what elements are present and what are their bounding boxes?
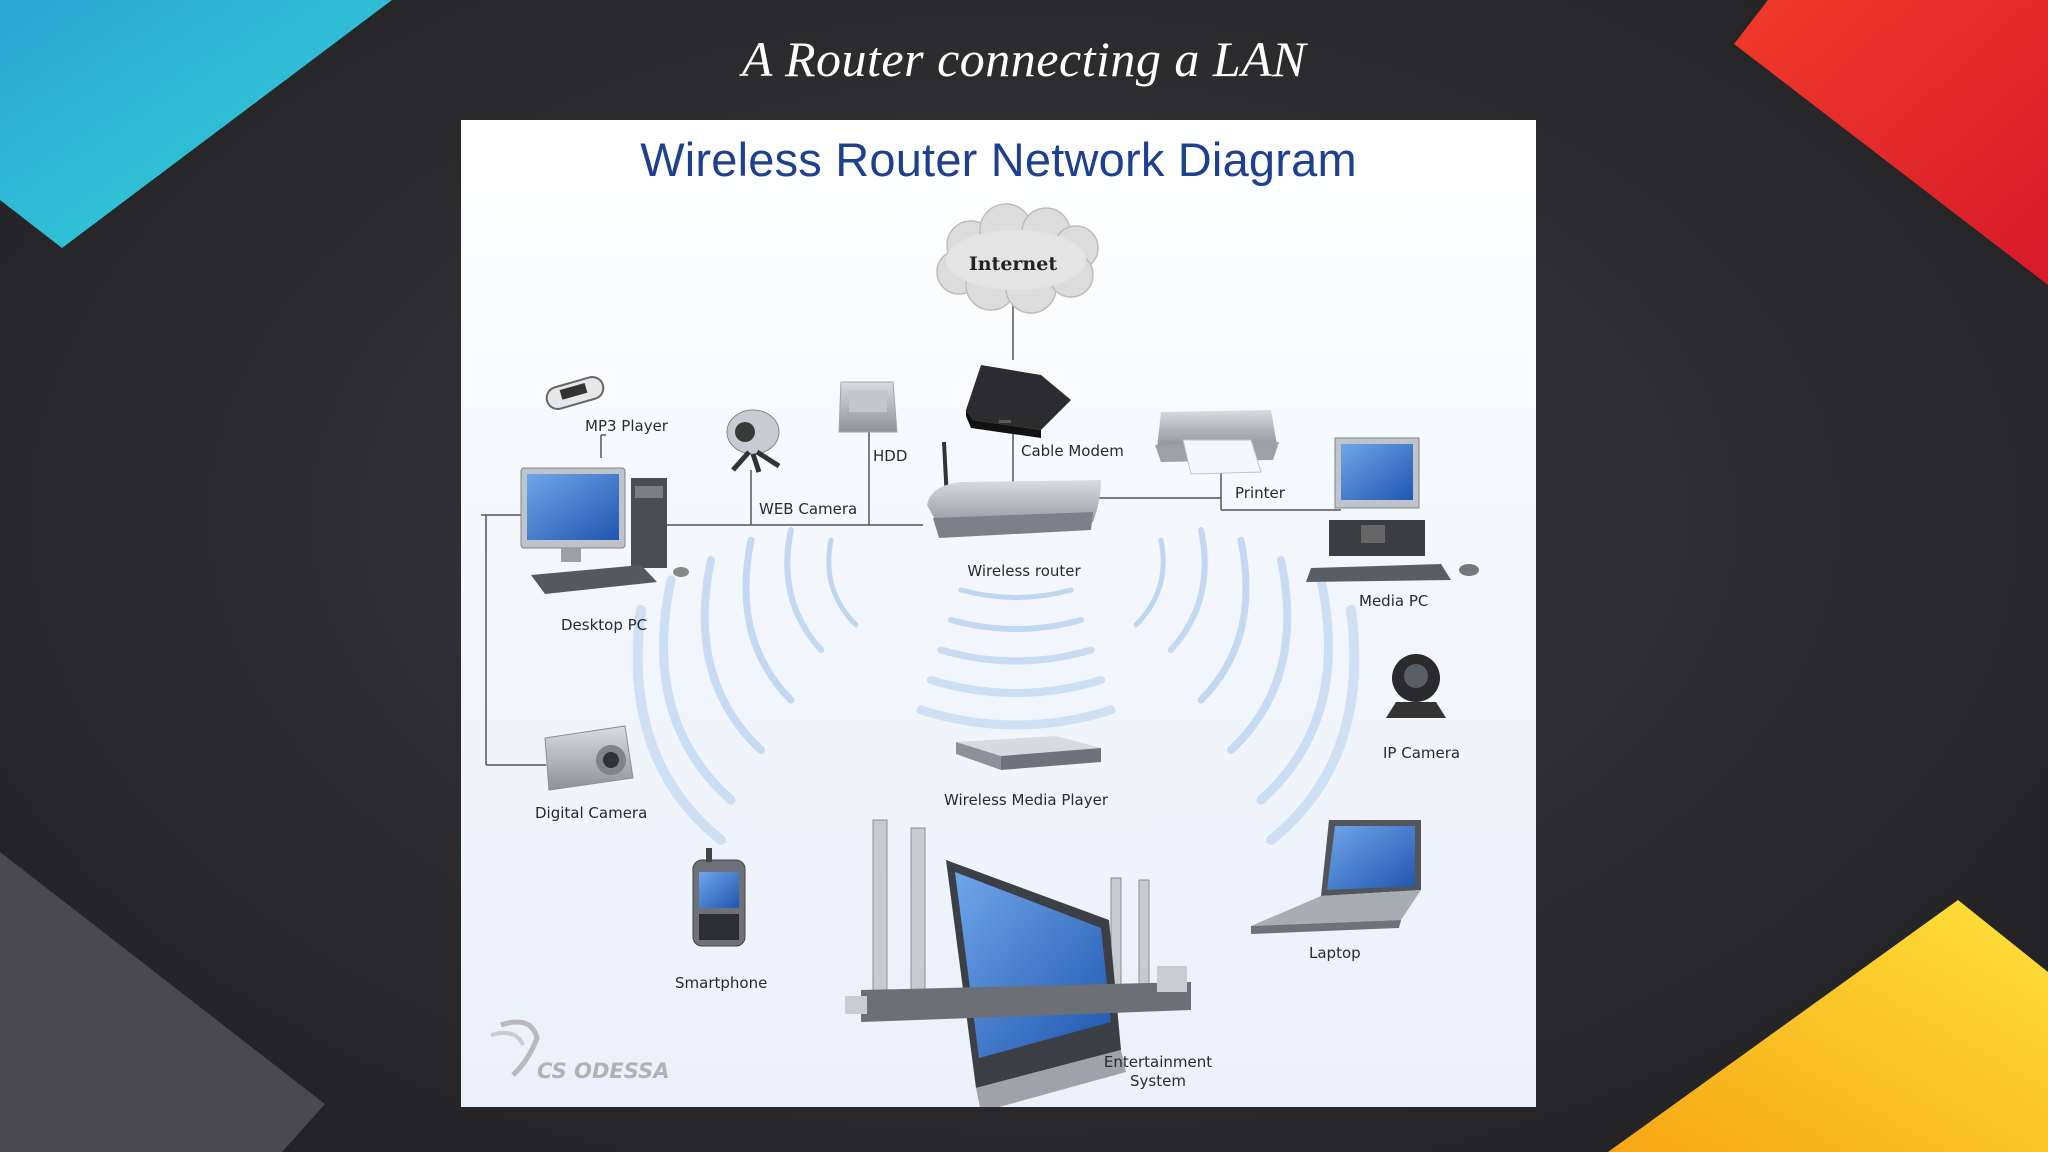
entertainment-label-line2: System [1130, 1072, 1186, 1090]
diagram-panel: Wireless Router Network Diagram [461, 120, 1536, 1107]
media-pc-label: Media PC [1359, 592, 1428, 610]
watermark-logo: CS ODESSA [490, 1019, 669, 1083]
digital-camera-label: Digital Camera [535, 804, 647, 822]
corner-decoration-bottom-right [1608, 900, 2048, 1152]
hdd-icon [838, 381, 898, 433]
printer-icon [1155, 410, 1279, 475]
smartphone-label: Smartphone [675, 974, 767, 992]
desktop-pc-label: Desktop PC [561, 616, 647, 634]
media-pc-icon [1306, 437, 1479, 582]
web-camera-label: WEB Camera [759, 500, 857, 518]
watermark-text: CS ODESSA [537, 1059, 669, 1083]
corner-decoration-bottom-left [0, 852, 325, 1152]
smartphone-icon [692, 848, 746, 947]
printer-label: Printer [1235, 484, 1286, 502]
slide-title: A Router connecting a LAN [741, 31, 1307, 87]
corner-decoration-top-left [0, 0, 392, 248]
mp3-player-icon [545, 376, 605, 410]
digital-camera-icon [544, 725, 634, 791]
internet-label: Internet [969, 253, 1057, 275]
cable-modem-label: Cable Modem [1021, 442, 1124, 460]
wireless-router-label: Wireless router [967, 562, 1081, 580]
ip-camera-label: IP Camera [1383, 744, 1460, 762]
wireless-media-player-icon [956, 736, 1101, 770]
desktop-pc-icon [520, 467, 689, 594]
network-diagram: Internet Cable Modem Wireless router HDD… [481, 203, 1479, 1107]
diagram-title: Wireless Router Network Diagram [640, 133, 1357, 186]
web-camera-icon [726, 409, 781, 473]
mp3-player-label: MP3 Player [585, 417, 669, 435]
hdd-label: HDD [873, 447, 907, 465]
laptop-icon [1251, 820, 1421, 934]
laptop-label: Laptop [1309, 944, 1361, 962]
wireless-signal-waves [632, 527, 1360, 845]
wireless-router-icon [927, 441, 1101, 538]
ip-camera-icon [1386, 654, 1446, 718]
internet-cloud [936, 203, 1099, 314]
entertainment-label-line1: Entertainment [1104, 1053, 1212, 1071]
wireless-media-player-label: Wireless Media Player [944, 791, 1109, 809]
entertainment-system-icon [845, 819, 1191, 1107]
cable-modem-icon [966, 365, 1071, 438]
corner-decoration-top-right [1734, 0, 2048, 285]
